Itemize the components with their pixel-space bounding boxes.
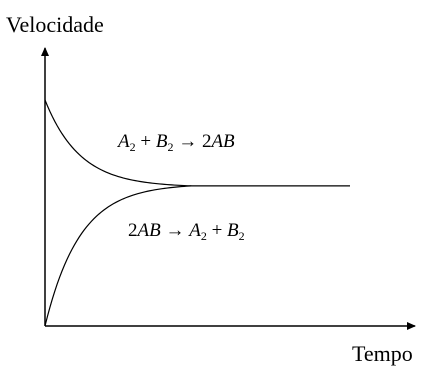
x-axis-label: Tempo — [352, 341, 413, 366]
forward-reaction-label: A2 + B2 → 2AB — [116, 131, 235, 154]
reverse-reaction-curve — [44, 185, 192, 327]
y-axis-label: Velocidade — [6, 12, 104, 37]
reverse-reaction-label: 2AB → A2 + B2 — [128, 220, 245, 243]
forward-reaction-curve — [44, 99, 192, 187]
